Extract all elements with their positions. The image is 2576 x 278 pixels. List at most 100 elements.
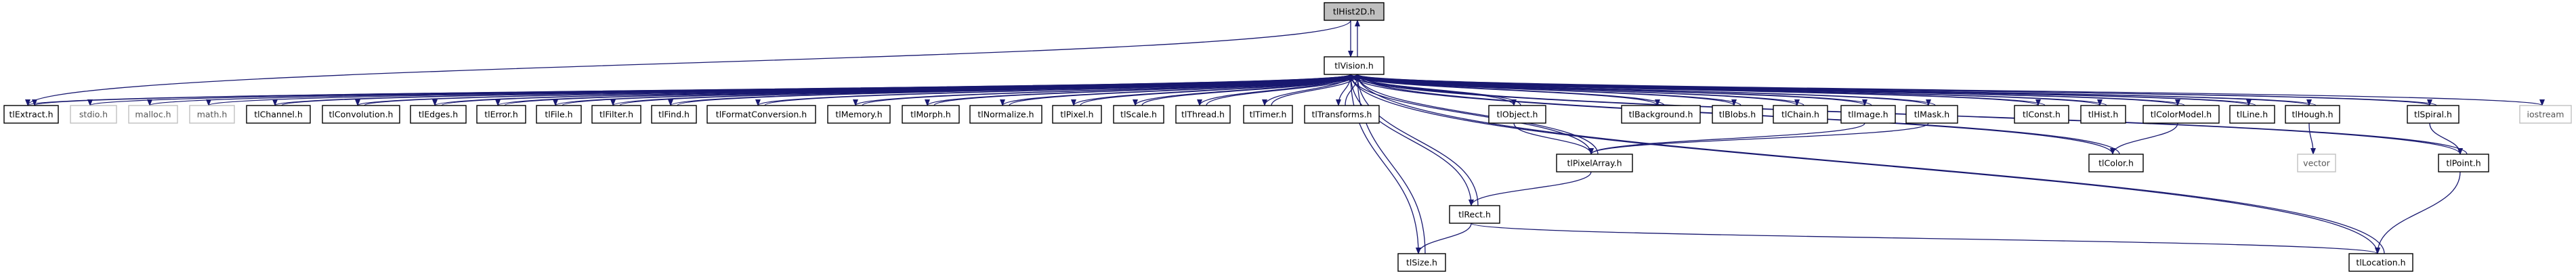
node-label-tlMorph: tlMorph.h (910, 110, 951, 120)
node-box-tlError (476, 105, 526, 124)
node-tlFind[interactable]: tlFind.h (651, 105, 697, 124)
edge-tlImage-to-tlPixelArray (1588, 122, 1865, 155)
node-label-tlScale: tlScale.h (1120, 110, 1157, 120)
node-tlPoint[interactable]: tlPoint.h (2438, 154, 2489, 172)
node-label-tlHist2D: tlHist2D.h (1333, 7, 1375, 17)
node-label-tlLocation: tlLocation.h (2356, 258, 2405, 268)
node-tlChannel[interactable]: tlChannel.h (246, 105, 311, 124)
node-box-tlPixelArray (1556, 154, 1633, 172)
node-tlMorph[interactable]: tlMorph.h (902, 105, 960, 124)
node-tlEdges[interactable]: tlEdges.h (410, 105, 467, 124)
node-label-tlPixel: tlPixel.h (1060, 110, 1093, 120)
node-label-tlPixelArray: tlPixelArray.h (1567, 158, 1622, 168)
node-tlChain[interactable]: tlChain.h (1773, 105, 1828, 124)
node-box-tlLine (2229, 105, 2275, 124)
node-tlPixel[interactable]: tlPixel.h (1052, 105, 1102, 124)
node-tlRect[interactable]: tlRect.h (1449, 205, 1500, 224)
node-tlScale[interactable]: tlScale.h (1113, 105, 1164, 124)
edge-tlObject-to-tlPixelArray (1513, 122, 1594, 155)
node-tlFilter[interactable]: tlFilter.h (591, 105, 641, 124)
node-tlNormalize[interactable]: tlNormalize.h (969, 105, 1042, 124)
node-label-tlMask: tlMask.h (1914, 110, 1949, 120)
node-box-tlMask (1905, 105, 1958, 124)
node-box-tlImage (1840, 105, 1896, 124)
node-label-tlChain: tlChain.h (1781, 110, 1819, 120)
edge-tlVision-to-tlTimer (1262, 74, 1351, 106)
node-label-tlFormatConversion: tlFormatConversion.h (716, 110, 807, 120)
node-tlBlobs[interactable]: tlBlobs.h (1712, 105, 1763, 124)
node-tlError[interactable]: tlError.h (476, 105, 526, 124)
node-label-tlLine: tlLine.h (2237, 110, 2268, 120)
node-box-tlColorModel (2142, 105, 2220, 124)
node-label-vector: vector (2303, 158, 2331, 168)
node-tlColorModel[interactable]: tlColorModel.h (2142, 105, 2220, 124)
node-box-tlObject (1488, 105, 1546, 124)
node-box-tlExtract (3, 105, 59, 124)
node-box-math (189, 105, 235, 124)
edge-tlVision-to-tlScale (1133, 74, 1351, 106)
node-label-tlBackground: tlBackground.h (1629, 110, 1693, 120)
node-tlFile[interactable]: tlFile.h (536, 105, 582, 124)
node-iostream: iostream (2519, 105, 2572, 124)
node-box-tlColor (2088, 154, 2144, 172)
edge-tlHist2D-to-tlExtract (25, 20, 1351, 106)
node-box-tlNormalize (969, 105, 1042, 124)
edge-tlPoint-to-tlLocation (2375, 171, 2461, 254)
node-box-tlFilter (591, 105, 641, 124)
node-label-malloc: malloc.h (135, 110, 171, 120)
node-tlImage[interactable]: tlImage.h (1840, 105, 1896, 124)
edge-tlChannel-to-tlVision (281, 74, 1360, 106)
edge-tlVision-to-tlRect (1350, 74, 1474, 206)
node-tlExtract[interactable]: tlExtract.h (3, 105, 59, 124)
node-box-tlTimer (1243, 105, 1293, 124)
node-tlColor[interactable]: tlColor.h (2088, 154, 2144, 172)
node-label-tlRect: tlRect.h (1458, 210, 1491, 220)
edges-layer (25, 20, 2545, 254)
node-tlMask[interactable]: tlMask.h (1905, 105, 1958, 124)
node-box-tlFile (536, 105, 582, 124)
edge-tlRect-to-tlVision (1355, 74, 1479, 206)
node-stdio: stdio.h (70, 105, 117, 124)
node-tlLocation[interactable]: tlLocation.h (2348, 253, 2413, 272)
node-tlTimer[interactable]: tlTimer.h (1243, 105, 1293, 124)
node-tlConvolution[interactable]: tlConvolution.h (322, 105, 400, 124)
node-tlConst[interactable]: tlConst.h (2014, 105, 2069, 124)
node-box-tlBackground (1621, 105, 1701, 124)
node-box-stdio (70, 105, 117, 124)
edge-tlHough-to-vector (2308, 122, 2316, 155)
node-tlMemory[interactable]: tlMemory.h (827, 105, 891, 124)
node-label-tlHough: tlHough.h (2292, 110, 2333, 120)
node-label-tlObject: tlObject.h (1497, 110, 1538, 120)
edge-tlSpiral-to-tlPoint (2429, 122, 2463, 155)
node-tlFormatConversion[interactable]: tlFormatConversion.h (706, 105, 816, 124)
node-tlHist[interactable]: tlHist.h (2080, 105, 2126, 124)
node-tlPixelArray[interactable]: tlPixelArray.h (1556, 154, 1633, 172)
edge-tlPixelArray-to-tlRect (1469, 171, 1592, 206)
node-tlThread[interactable]: tlThread.h (1175, 105, 1231, 124)
node-tlSize[interactable]: tlSize.h (1397, 253, 1446, 272)
node-tlSpiral[interactable]: tlSpiral.h (2407, 105, 2459, 124)
node-label-tlImage: tlImage.h (1848, 110, 1888, 120)
node-tlLine[interactable]: tlLine.h (2229, 105, 2275, 124)
edge-tlSize-to-tlVision (1355, 74, 1426, 254)
node-label-tlFind: tlFind.h (658, 110, 690, 120)
node-label-tlConst: tlConst.h (2023, 110, 2061, 120)
node-label-tlThread: tlThread.h (1181, 110, 1225, 120)
node-tlHough[interactable]: tlHough.h (2285, 105, 2340, 124)
node-tlTransforms[interactable]: tlTransforms.h (1304, 105, 1380, 124)
node-label-tlTimer: tlTimer.h (1250, 110, 1287, 120)
node-label-tlMemory: tlMemory.h (835, 110, 882, 120)
node-tlHist2D[interactable]: tlHist2D.h (1324, 2, 1385, 21)
node-tlObject[interactable]: tlObject.h (1488, 105, 1546, 124)
node-box-tlConvolution (322, 105, 400, 124)
node-label-tlHist: tlHist.h (2088, 110, 2119, 120)
node-box-tlMorph (902, 105, 960, 124)
node-label-tlColorModel: tlColorModel.h (2151, 110, 2212, 120)
node-box-tlBlobs (1712, 105, 1763, 124)
node-label-tlColor: tlColor.h (2098, 158, 2134, 168)
edge-tlVision-to-tlLocation (1350, 74, 2380, 254)
node-label-tlVision: tlVision.h (1334, 61, 1374, 71)
node-tlBackground[interactable]: tlBackground.h (1621, 105, 1701, 124)
node-tlVision[interactable]: tlVision.h (1324, 56, 1385, 75)
